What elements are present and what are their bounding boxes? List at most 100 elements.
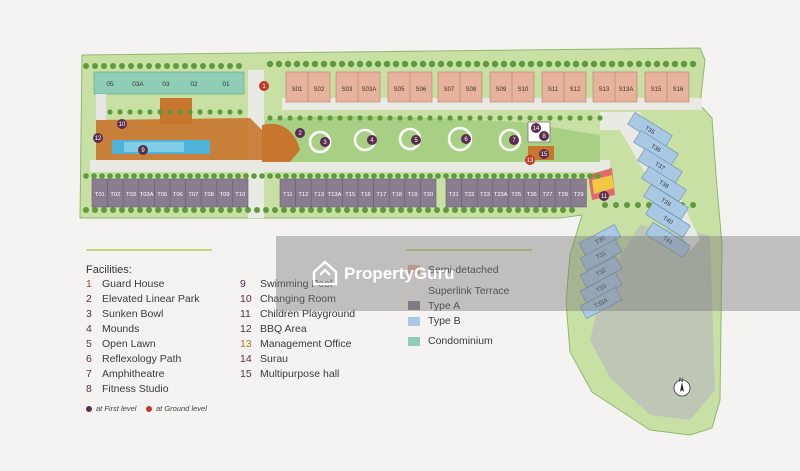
tree xyxy=(617,60,625,68)
tree xyxy=(83,173,89,179)
facility-marker-number: 15 xyxy=(541,152,548,158)
tree xyxy=(428,60,436,68)
facility-marker[interactable]: 4 xyxy=(367,135,377,145)
tree xyxy=(290,207,296,213)
facility-marker[interactable]: 11 xyxy=(599,191,609,201)
facility-marker[interactable]: 12 xyxy=(93,133,103,143)
first-level-text: at First level xyxy=(96,404,137,413)
tree xyxy=(187,173,193,179)
tree xyxy=(397,115,403,121)
facility-marker[interactable]: 5 xyxy=(411,135,421,145)
facility-marker[interactable]: 13 xyxy=(525,155,535,165)
unit-label: T13A xyxy=(328,192,342,198)
tree xyxy=(595,173,601,179)
tree xyxy=(275,173,281,179)
tree xyxy=(467,173,473,179)
unit-label: T05 xyxy=(157,192,167,198)
facility-marker[interactable]: 6 xyxy=(461,134,471,144)
tree xyxy=(163,173,169,179)
facility-marker-dot xyxy=(411,135,421,145)
compass: N xyxy=(673,378,691,397)
tree xyxy=(177,109,183,115)
facility-marker[interactable]: 2 xyxy=(295,128,305,138)
tree xyxy=(164,63,170,69)
facility-legend-number: 13 xyxy=(240,338,252,350)
facility-marker[interactable]: 7 xyxy=(509,135,519,145)
tree xyxy=(266,60,274,68)
tree xyxy=(191,63,197,69)
facility-marker-dot xyxy=(539,131,549,141)
tree xyxy=(653,60,661,68)
tree xyxy=(146,63,152,69)
tree xyxy=(344,207,350,213)
facility-legend-label: Elevated Linear Park xyxy=(102,293,200,305)
unit-label: S06 xyxy=(416,87,427,93)
facility-legend-number: 2 xyxy=(86,293,92,305)
tree xyxy=(497,207,503,213)
facility-legend-number: 4 xyxy=(86,323,92,335)
tree xyxy=(551,207,557,213)
facility-marker-number: 4 xyxy=(370,138,374,144)
unit-label: T30 xyxy=(594,235,607,245)
compass-label: N xyxy=(679,378,683,384)
facility-marker-number: 13 xyxy=(527,158,534,164)
facility-legend-number: 1 xyxy=(86,278,92,290)
tree xyxy=(482,60,490,68)
tree xyxy=(326,207,332,213)
facility-marker-dot xyxy=(93,133,103,143)
tree xyxy=(542,207,548,213)
tree xyxy=(500,60,508,68)
tree xyxy=(395,173,401,179)
tree xyxy=(411,173,417,179)
facility-legend-label: BBQ Area xyxy=(260,323,307,335)
tree xyxy=(680,60,688,68)
tree xyxy=(371,173,377,179)
terrace-b-block xyxy=(645,201,691,239)
facility-legend-number: 9 xyxy=(240,278,246,290)
tree xyxy=(509,60,517,68)
facility-marker[interactable]: 15 xyxy=(539,149,549,159)
tree xyxy=(339,173,345,179)
tree xyxy=(110,63,116,69)
facility-marker[interactable]: 3 xyxy=(320,137,330,147)
tree xyxy=(470,207,476,213)
unit-label: T06 xyxy=(173,192,183,198)
ground-level-dot xyxy=(146,406,152,413)
tree xyxy=(123,173,129,179)
unit-label: T15 xyxy=(345,192,355,198)
facility-marker[interactable]: 1 xyxy=(259,81,269,91)
tree xyxy=(209,63,215,69)
tree xyxy=(577,115,583,121)
changing-room-building xyxy=(96,94,106,120)
tree xyxy=(602,202,608,208)
tree xyxy=(644,60,652,68)
terrace-unit xyxy=(232,178,249,208)
unit-label: T39 xyxy=(659,198,672,209)
unit-label: T19 xyxy=(408,192,418,198)
tree xyxy=(347,115,353,121)
tree xyxy=(362,207,368,213)
facilities-title: Facilities: xyxy=(86,264,132,276)
facility-marker[interactable]: 14 xyxy=(531,123,541,133)
tree xyxy=(613,202,619,208)
tree xyxy=(209,207,215,213)
tree xyxy=(635,202,641,208)
facility-marker[interactable]: 10 xyxy=(117,119,127,129)
tree xyxy=(689,60,697,68)
tree xyxy=(477,115,483,121)
tree xyxy=(357,115,363,121)
type-a-swatch xyxy=(408,301,420,310)
facility-marker[interactable]: 8 xyxy=(539,131,549,141)
unit-label: S10 xyxy=(518,87,529,93)
tree xyxy=(218,207,224,213)
tree xyxy=(380,207,386,213)
tree xyxy=(219,173,225,179)
facility-marker[interactable]: 9 xyxy=(138,145,148,155)
facility-legend-number: 15 xyxy=(240,368,252,380)
tree xyxy=(99,173,105,179)
